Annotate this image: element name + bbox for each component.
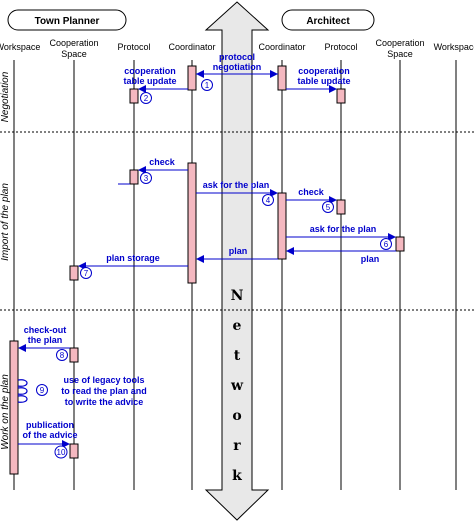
activation-right-protocol-neg (336, 88, 346, 104)
label-checkout-2: the plan (28, 335, 63, 345)
label-publication-1: publication (26, 420, 74, 430)
activation-left-protocol-neg (129, 88, 139, 104)
activation-right-coordinator-import (277, 192, 287, 260)
step-10: 10 (57, 448, 66, 457)
step-3: 3 (144, 174, 149, 183)
label-coop-table-left-2: table update (123, 76, 176, 86)
step-1: 1 (205, 81, 210, 90)
phase-work: Work on the plan (0, 374, 11, 450)
label-ask-plan-1: ask for the plan (203, 180, 270, 190)
label-plan-1: plan (229, 246, 248, 256)
label-protocol-negotiation-1: protocol (219, 52, 255, 62)
network-arrow (204, 1, 270, 521)
town-planner-label: Town Planner (35, 16, 100, 27)
label-coop-table-right-2: table update (297, 76, 350, 86)
left-coop-header-1: Cooperation (49, 38, 98, 48)
activation-right-protocol-check (336, 199, 346, 215)
activation-right-coordinator-neg (277, 65, 287, 91)
activation-left-coordinator-neg (187, 65, 197, 91)
right-coop-header-2: Space (387, 49, 413, 59)
phase-import: Import of the plan (0, 183, 11, 261)
label-coop-table-right-1: cooperation (298, 66, 350, 76)
network-letter: k (232, 468, 242, 484)
activation-right-coop-import (395, 236, 405, 252)
step-4: 4 (266, 196, 271, 205)
step-7: 7 (84, 269, 89, 278)
phase-negotiation: Negotiation (0, 71, 11, 122)
label-legacy-3: to write the advice (65, 397, 144, 407)
network-letter: t (234, 348, 241, 364)
network-label: N e t w o r k (230, 288, 244, 484)
step-9: 9 (40, 386, 45, 395)
right-workspace-header: Workspace (434, 42, 474, 52)
left-coordinator-header: Coordinator (168, 42, 215, 52)
loop-2 (17, 387, 28, 395)
step-5: 5 (326, 203, 331, 212)
label-legacy-2: to read the plan and (61, 386, 147, 396)
label-check-right: check (298, 187, 325, 197)
left-protocol-header: Protocol (117, 42, 150, 52)
network-letter: w (230, 378, 244, 394)
message-arrows (18, 70, 396, 448)
label-ask-plan-2: ask for the plan (310, 224, 377, 234)
right-protocol-header: Protocol (324, 42, 357, 52)
label-plan-storage: plan storage (106, 253, 160, 263)
activations (9, 65, 405, 475)
legacy-loops (17, 379, 28, 403)
label-protocol-negotiation-2: negotiation (213, 62, 262, 72)
step-circles: 1 2 3 4 5 6 7 8 9 10 (36, 79, 392, 459)
left-workspace-header: Workspace (0, 42, 40, 52)
activation-left-protocol-check (129, 169, 139, 185)
label-check-left: check (149, 157, 176, 167)
step-6: 6 (384, 240, 389, 249)
right-coop-header-1: Cooperation (375, 38, 424, 48)
label-legacy-1: use of legacy tools (63, 375, 144, 385)
label-publication-2: of the advice (22, 430, 77, 440)
town-planner-box (7, 9, 127, 31)
activation-left-coop-publication (69, 443, 79, 459)
step-8: 8 (60, 351, 65, 360)
architect-box (281, 9, 375, 31)
network-letter: o (232, 408, 241, 424)
label-checkout-1: check-out (24, 325, 67, 335)
network-letter: e (233, 318, 242, 334)
network-letter: N (231, 288, 244, 304)
label-plan-2: plan (361, 254, 380, 264)
activation-left-workspace-work (9, 340, 19, 475)
activation-left-coordinator-import (187, 162, 197, 284)
network-letter: r (233, 438, 241, 454)
loop-3 (17, 395, 28, 403)
label-coop-table-left-1: cooperation (124, 66, 176, 76)
activation-left-coop-storage (69, 265, 79, 281)
activation-left-coop-checkout (69, 347, 79, 363)
left-coop-header-2: Space (61, 49, 87, 59)
right-coordinator-header: Coordinator (258, 42, 305, 52)
loop-1 (17, 379, 28, 387)
architect-label: Architect (306, 16, 350, 27)
step-2: 2 (144, 94, 149, 103)
